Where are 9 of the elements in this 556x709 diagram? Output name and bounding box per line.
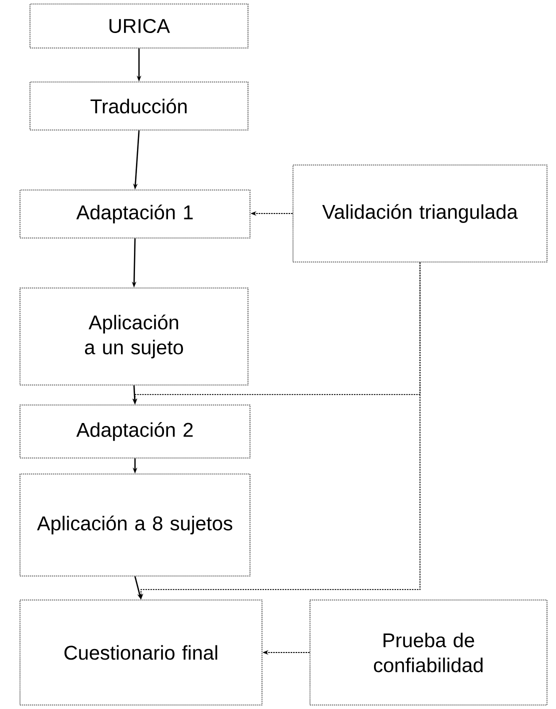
process-box: Cuestionario final — [20, 600, 262, 706]
process-box: Traducción — [30, 82, 248, 130]
process-box: URICA — [30, 4, 248, 48]
process-box: Adaptación 2 — [20, 404, 250, 458]
process-box: Validación triangulada — [292, 164, 548, 262]
process-box: Adaptación 1 — [20, 190, 250, 238]
process-box: Aplicación a 8 sujetos — [20, 474, 250, 576]
process-box: Prueba de confiabilidad — [310, 600, 548, 706]
process-box: Aplicación a un sujeto — [20, 288, 248, 386]
